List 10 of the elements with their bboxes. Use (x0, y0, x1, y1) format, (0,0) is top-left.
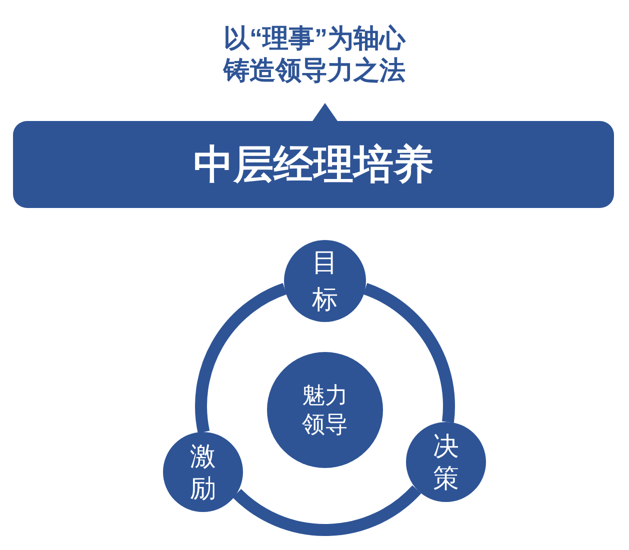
circle-label: 目标 (311, 246, 339, 316)
callout-banner (13, 103, 614, 208)
ring-arc (232, 485, 421, 536)
circle-label: 决策 (432, 430, 460, 494)
ring-arc (195, 283, 288, 433)
circle-label: 魅力领导 (301, 381, 349, 439)
circle-label: 激励 (189, 440, 217, 504)
page-title: 以“理事”为轴心铸造领导力之法 (222, 22, 407, 86)
ring-arc (362, 283, 455, 422)
banner-title: 中层经理培养 (194, 142, 434, 188)
